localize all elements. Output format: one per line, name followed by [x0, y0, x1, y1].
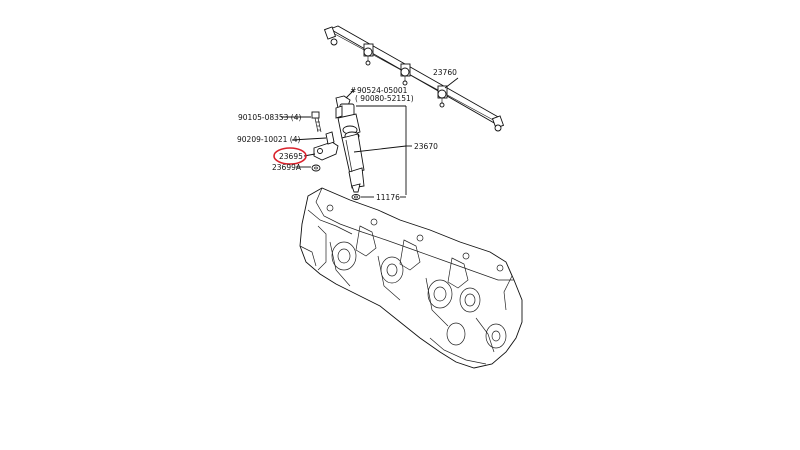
label-90524-05001[interactable]: 90524-05001 — [357, 86, 408, 95]
holder-bolt[interactable] — [311, 111, 322, 133]
cylinder-head — [299, 187, 523, 369]
label-11176[interactable]: 11176 — [376, 193, 400, 202]
seat-gasket[interactable] — [351, 194, 361, 200]
leader-23760 — [444, 77, 459, 89]
fuel-rail[interactable] — [323, 25, 505, 132]
injector-clamp[interactable] — [313, 131, 339, 161]
highlight-circle — [273, 147, 307, 165]
label-23699A[interactable]: 23699A — [272, 163, 302, 172]
label-90080-52151[interactable]: ( 90080-52151) — [355, 94, 414, 103]
label-90105-08353[interactable]: 90105-08353 (4) — [238, 113, 302, 122]
label-23760[interactable]: 23760 — [433, 68, 457, 77]
leader-90209 — [291, 137, 327, 141]
leader-23670-a — [353, 145, 407, 153]
label-23695[interactable]: 23695 — [279, 152, 303, 161]
clamp-washer[interactable] — [311, 164, 321, 172]
injector-assembly[interactable] — [335, 95, 365, 193]
label-90209-10021[interactable]: 90209-10021 (4) — [237, 135, 301, 144]
leader-90524 — [345, 89, 355, 99]
label-23670[interactable]: 23670 — [414, 142, 438, 151]
